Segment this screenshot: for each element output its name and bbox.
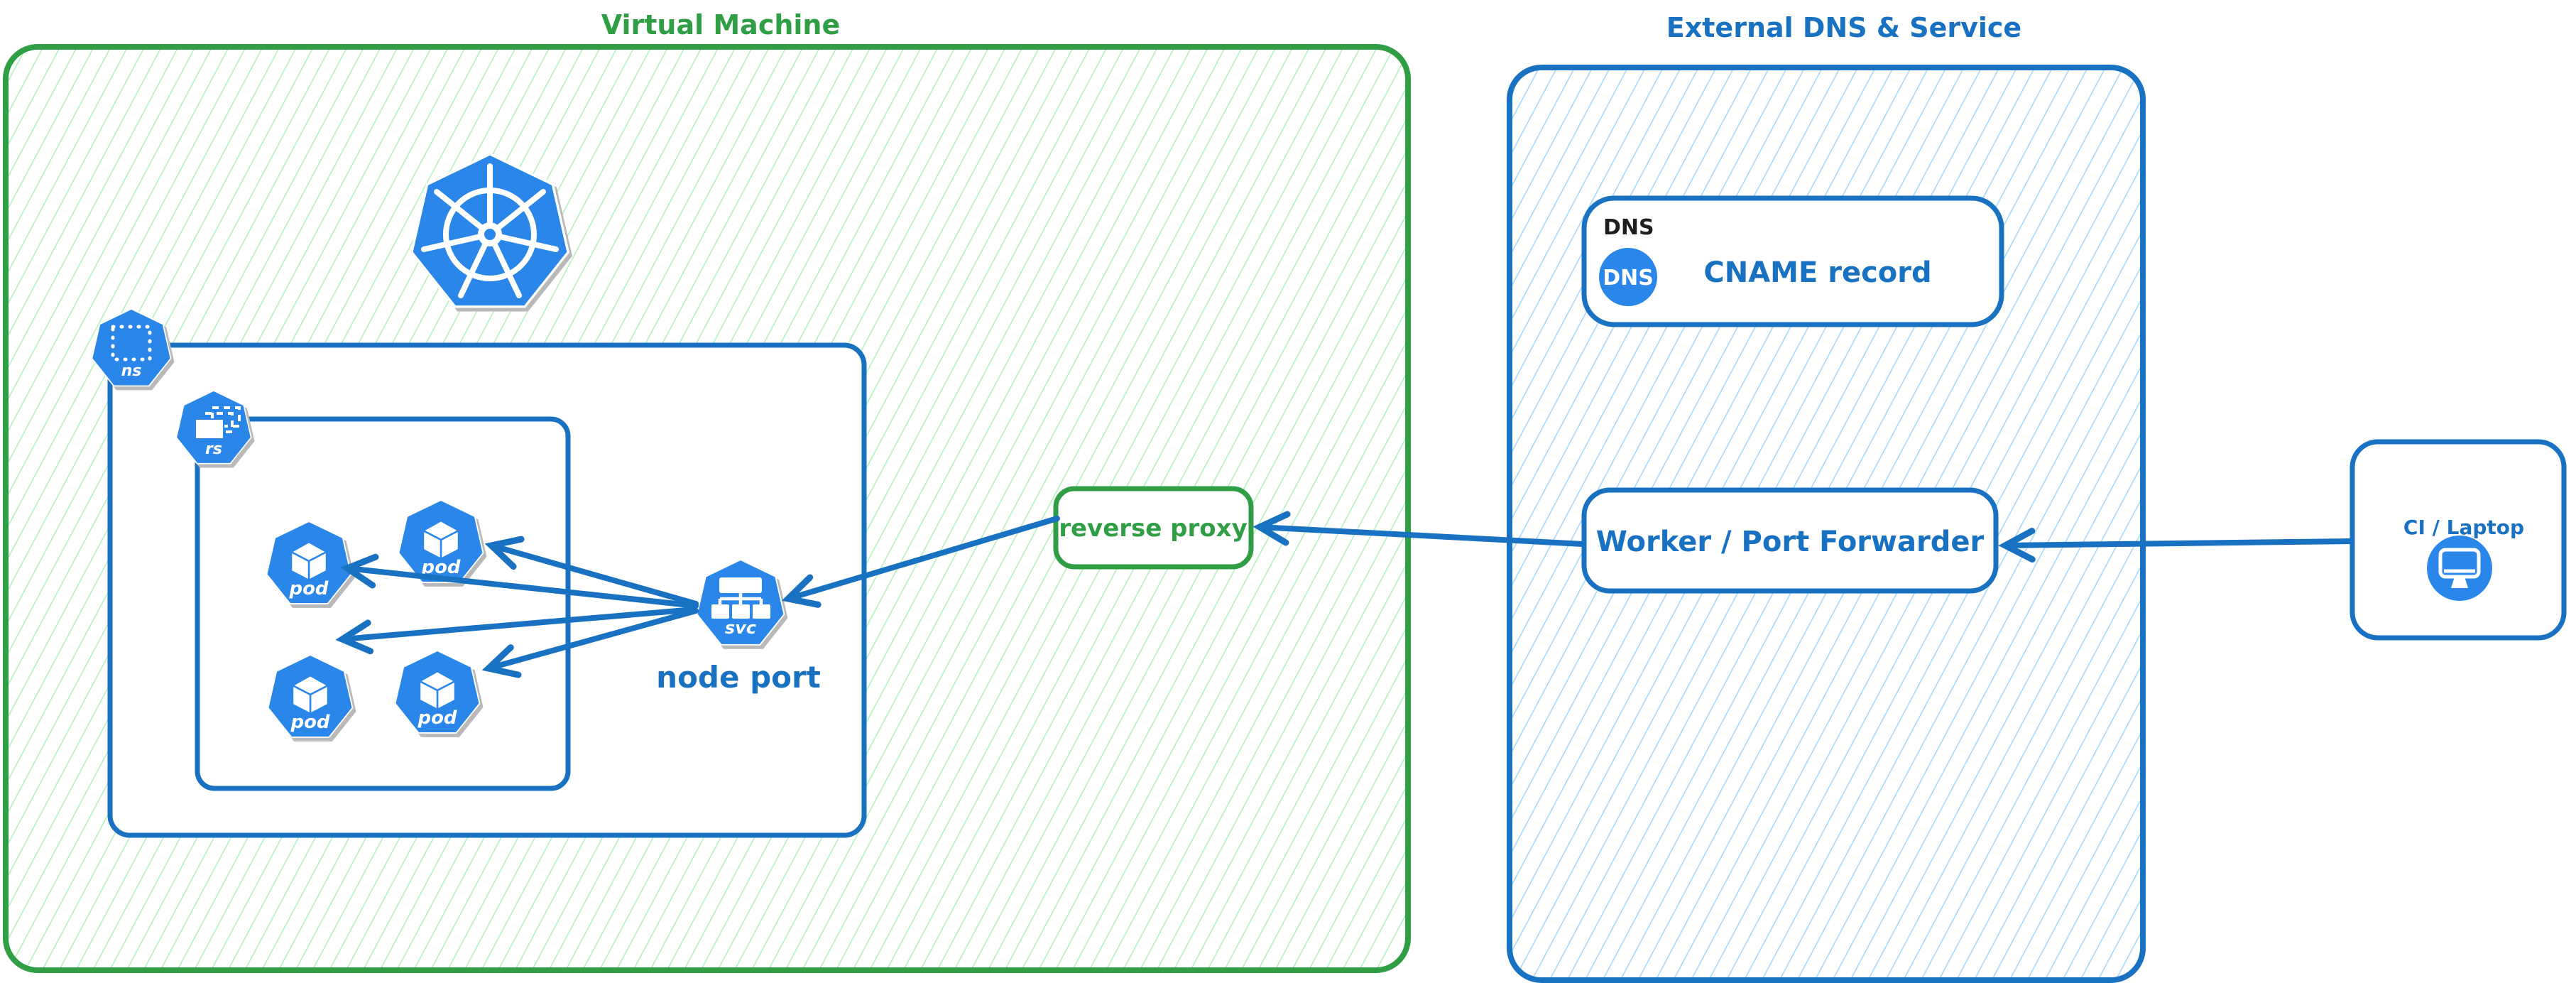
cname-label: CNAME record <box>1703 256 1931 289</box>
dns-tag-label: DNS <box>1603 215 1654 240</box>
arrow-ci-to-worker <box>1998 528 2353 563</box>
ci-laptop-box: CI / Laptop <box>2349 439 2567 641</box>
service-icon-label: svc <box>725 618 756 638</box>
pod-icon-label: pod <box>288 578 328 599</box>
pod-icon-label: pod <box>290 712 329 733</box>
service-icon: svc <box>696 559 785 646</box>
arrow-worker-to-reverse-proxy <box>1252 511 1586 547</box>
reverse-proxy-label: reverse proxy <box>1059 514 1248 543</box>
ci-laptop-label: CI / Laptop <box>2403 516 2524 539</box>
arrow-service-to-pod-4 <box>481 608 699 678</box>
connectors <box>335 511 2353 678</box>
pod-icon-3: pod <box>267 654 354 738</box>
dns-badge-icon: DNS <box>1599 248 1657 306</box>
pod-icon-1: pod <box>266 521 352 604</box>
namespace-icon: ns <box>91 308 172 387</box>
namespace-icon-label: ns <box>121 362 142 380</box>
external-title: External DNS & Service <box>1666 12 2021 43</box>
pod-icon-label: pod <box>417 707 457 729</box>
pod-icon-4: pod <box>394 650 481 734</box>
kubernetes-logo-icon <box>410 153 569 308</box>
arrow-reverse-proxy-to-service <box>781 516 1060 608</box>
vm-title: Virtual Machine <box>601 9 841 40</box>
pod-group: pod pod pod pod <box>266 499 484 738</box>
pod-icon-2: pod <box>398 499 484 583</box>
worker-box: Worker / Port Forwarder <box>1581 487 1999 594</box>
arrow-service-to-pod-3 <box>335 607 697 655</box>
replicaset-icon: rs <box>175 390 252 465</box>
node-port-label: node port <box>656 660 821 695</box>
replicaset-icon-label: rs <box>205 440 222 458</box>
replicaset-box <box>195 416 571 791</box>
arrow-service-to-pod-1 <box>340 553 699 609</box>
dns-record-box: DNS DNS CNAME record <box>1581 195 2004 327</box>
monitor-icon <box>2427 536 2492 601</box>
reverse-proxy-box: reverse proxy <box>1053 486 1254 570</box>
arrow-service-to-pod-2 <box>484 536 699 607</box>
worker-label: Worker / Port Forwarder <box>1596 526 1985 558</box>
dns-badge-label: DNS <box>1603 266 1654 290</box>
